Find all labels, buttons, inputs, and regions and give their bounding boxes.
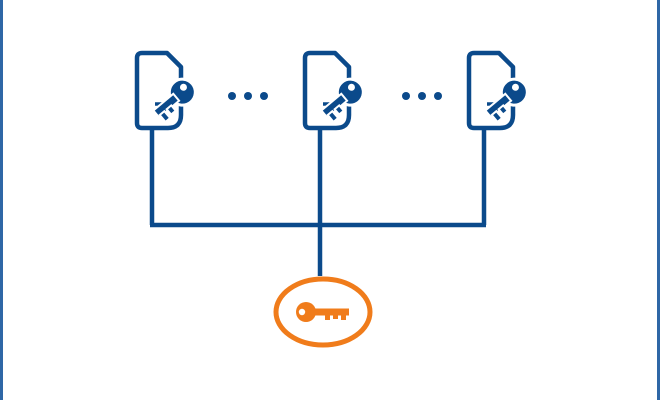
device-document-left xyxy=(134,50,197,131)
ellipsis-icon xyxy=(228,92,268,100)
key-icon xyxy=(151,77,197,124)
master-key-node xyxy=(273,276,373,348)
ellipsis-icon xyxy=(402,92,442,100)
device-document-right xyxy=(466,50,529,131)
connector-lines xyxy=(149,128,487,276)
device-document-middle xyxy=(302,50,365,131)
key-icon xyxy=(319,77,365,124)
key-icon xyxy=(483,77,529,124)
key-icon xyxy=(296,302,349,322)
